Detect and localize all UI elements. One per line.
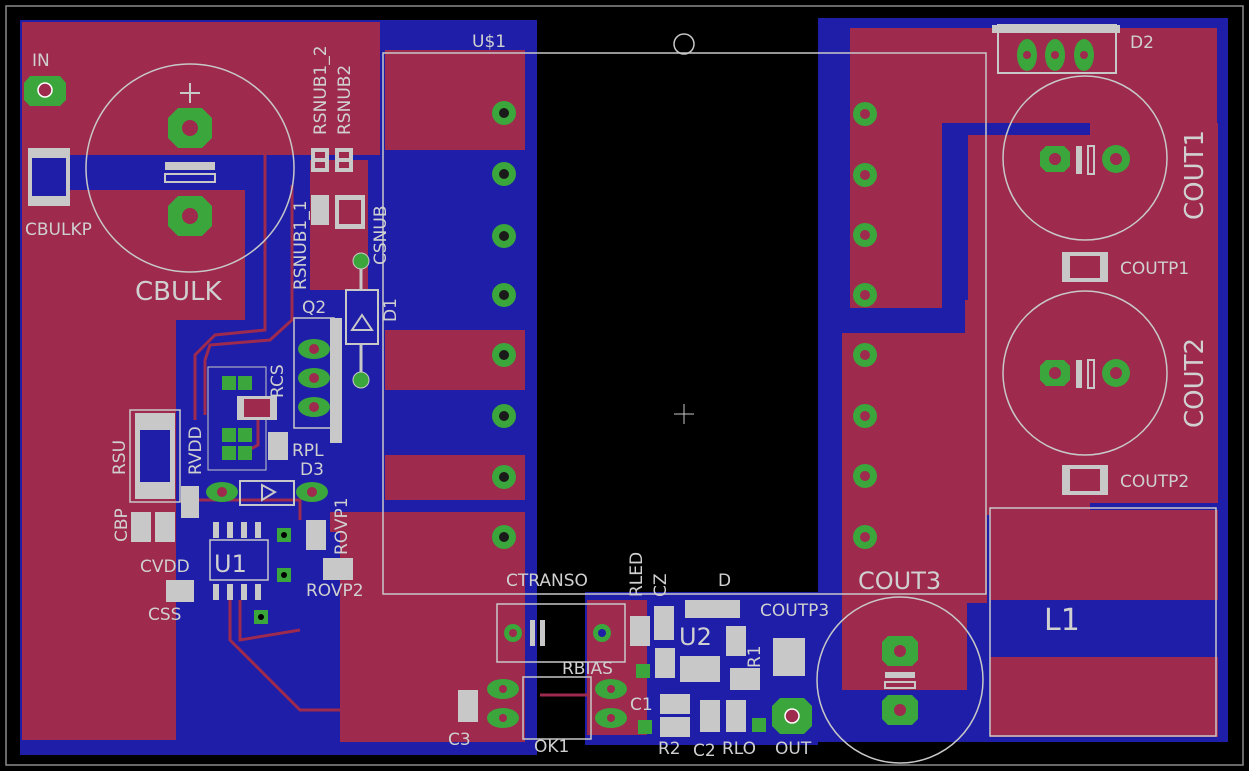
label-d: D	[718, 571, 731, 591]
label-rcs: RCS	[268, 364, 288, 398]
label-d2: D2	[1130, 33, 1154, 53]
label-out: OUT	[775, 739, 812, 759]
label-q2: Q2	[302, 298, 326, 318]
q2-transistor	[293, 317, 342, 443]
label-c1: C1	[630, 695, 653, 715]
transformer-cutout	[537, 18, 818, 592]
label-rovp1: ROVP1	[332, 497, 352, 555]
label-u1-transformer: U$1	[472, 32, 506, 52]
cout1-capacitor	[1002, 75, 1168, 241]
label-rbias: RBIAS	[562, 659, 613, 679]
u2-vias	[636, 664, 766, 734]
rpl-resistor	[268, 432, 288, 460]
label-css: CSS	[148, 605, 181, 625]
rcs-resistor	[237, 396, 277, 420]
rsu-resistor	[129, 409, 181, 503]
label-rsnub1-2: RSNUB1_2	[311, 45, 331, 135]
label-cbulkp: CBULKP	[25, 220, 92, 240]
label-ctranso: CTRANSO	[506, 571, 588, 591]
label-c2: C2	[693, 741, 716, 761]
label-d3: D3	[300, 460, 324, 480]
ok1-optocoupler	[487, 676, 627, 740]
transformer-u1-outline	[382, 52, 987, 595]
transformer-pins-right	[853, 102, 877, 549]
cout3-capacitor	[816, 596, 984, 764]
small-smd-parts	[131, 486, 353, 602]
d3-diode	[206, 480, 328, 506]
label-ok1: OK1	[534, 737, 569, 757]
label-cout3: COUT3	[858, 567, 941, 595]
label-r2: R2	[658, 739, 681, 759]
label-l1: L1	[1044, 603, 1080, 638]
l1-inductor-outline	[989, 507, 1217, 737]
vias	[254, 528, 291, 624]
coutp-capacitors	[1062, 252, 1108, 495]
label-cz: CZ	[651, 573, 671, 597]
cbulk-capacitor	[85, 63, 295, 273]
d1-diode	[345, 252, 379, 389]
silkscreen-labels: IN CBULKP CBULK U$1 Q2 RPL D3 U1 CVDD CS…	[25, 32, 1210, 761]
label-rsu: RSU	[110, 440, 130, 475]
label-d1: D1	[381, 298, 401, 322]
label-r1: R1	[745, 645, 765, 668]
transformer-center-cross	[674, 404, 694, 424]
cbulkp-capacitor	[28, 148, 70, 206]
label-cout2: COUT2	[1180, 338, 1210, 428]
label-cbp: CBP	[112, 508, 132, 542]
in-connector	[24, 76, 66, 106]
ctranso-capacitor	[496, 603, 626, 663]
top-copper	[22, 22, 1218, 742]
label-u2: U2	[679, 623, 712, 651]
snubber-resistor-pads	[315, 152, 361, 224]
label-u1: U1	[214, 550, 247, 578]
label-cvdd: CVDD	[140, 557, 190, 577]
c3-capacitor	[458, 690, 478, 722]
label-rled: RLED	[627, 552, 647, 597]
label-rpl: RPL	[292, 441, 324, 461]
label-rsnub1-1: RSNUB1_1	[291, 200, 311, 290]
label-in: IN	[32, 51, 50, 71]
u1-thermal-pads	[222, 376, 252, 460]
u1-ic	[209, 522, 269, 600]
label-coutp1: COUTP1	[1120, 259, 1189, 279]
label-cbulk: CBULK	[135, 277, 223, 307]
board-outline	[5, 5, 1244, 766]
label-rvdd: RVDD	[186, 426, 206, 475]
label-rsnub2: RSNUB2	[335, 65, 355, 135]
label-csnub: CSNUB	[371, 206, 391, 265]
d2-diode	[992, 24, 1120, 74]
transformer-pins-left	[492, 101, 516, 549]
label-cout1: COUT1	[1180, 130, 1210, 220]
u2-area-parts	[630, 600, 805, 737]
label-coutp2: COUTP2	[1120, 472, 1189, 492]
label-rlo: RLO	[722, 739, 756, 759]
cout2-capacitor	[1002, 290, 1168, 456]
out-connector	[772, 698, 812, 734]
label-coutp3: COUTP3	[760, 601, 829, 621]
label-rovp2: ROVP2	[306, 581, 364, 601]
transformer-pin1-mark	[673, 33, 695, 55]
label-c3: C3	[448, 730, 471, 750]
